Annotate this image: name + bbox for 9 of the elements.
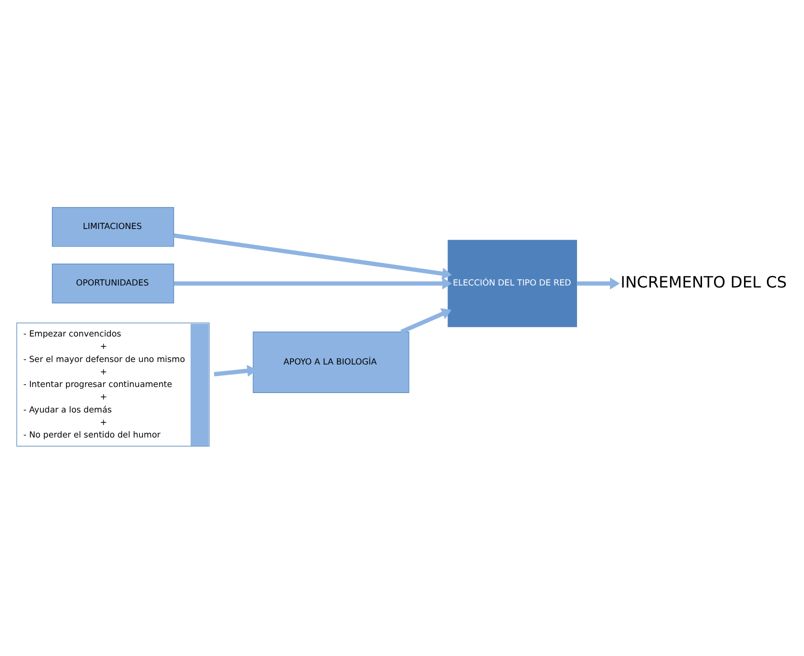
node-text: INCREMENTO DEL CS <box>620 272 787 292</box>
arrow <box>400 308 452 334</box>
node-box: APOYO A LA BIOLOGÍA <box>252 332 410 393</box>
node-box: OPORTUNIDADES <box>52 264 174 304</box>
arrow <box>174 233 452 280</box>
node-box: LIMITACIONES <box>52 207 174 247</box>
node-box: ELECCIÓN DEL TIPO DE RED <box>448 240 578 328</box>
arrow <box>174 278 452 290</box>
arrow <box>576 278 620 290</box>
